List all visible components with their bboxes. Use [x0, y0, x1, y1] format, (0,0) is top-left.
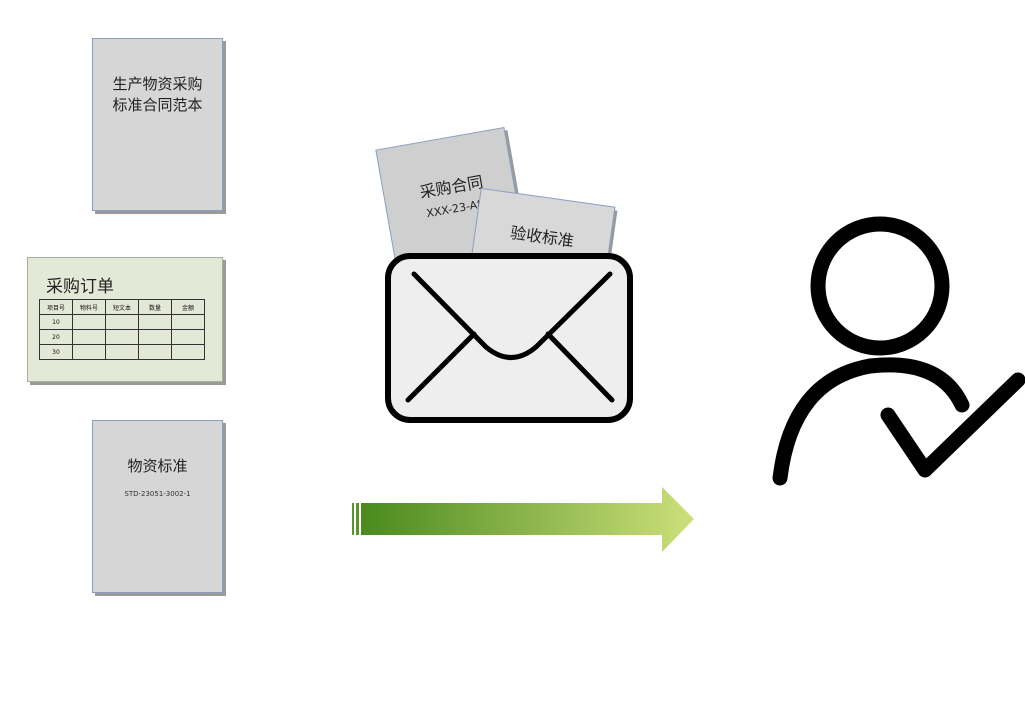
contract-template-title: 生产物资采购 标准合同范本 [93, 74, 222, 116]
table-row: 30 [39, 344, 205, 360]
purchase-order-table: 项目号 物料号 短文本 数量 金额 10 20 30 [39, 299, 205, 360]
envelope-icon [385, 253, 633, 423]
material-standard-title: 物资标准 [127, 457, 188, 475]
material-standard-code: STD-23051-3002-1 [124, 490, 191, 498]
contract-template-line2: 标准合同范本 [112, 96, 203, 114]
right-arrow-icon [352, 487, 694, 552]
table-cell [171, 344, 205, 360]
purchase-order-title: 采购订单 [46, 277, 114, 297]
contract-template-line1: 生产物资采购 [112, 75, 203, 93]
purchase-order-card: 采购订单 项目号 物料号 短文本 数量 金额 10 20 30 [27, 257, 223, 382]
material-standard-document: 物资标准 STD-23051-3002-1 [92, 420, 223, 593]
contract-template-document: 生产物资采购 标准合同范本 [92, 38, 223, 211]
table-header-cell: 金额 [171, 299, 205, 315]
table-row: 10 [39, 314, 205, 330]
user-check-icon [772, 216, 1025, 486]
table-row: 20 [39, 329, 205, 345]
